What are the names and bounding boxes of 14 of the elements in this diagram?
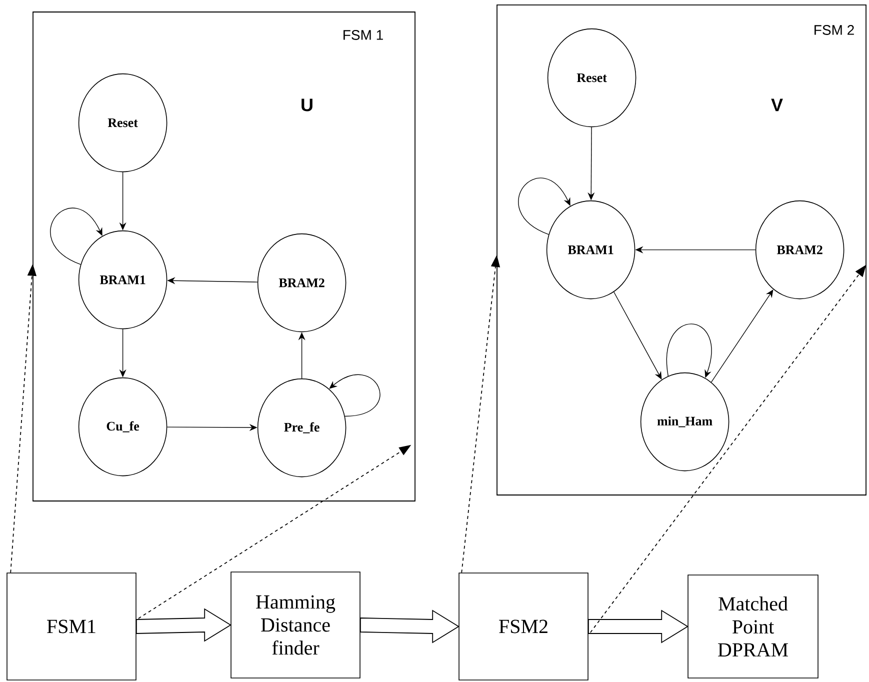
block-box: Matched Point DPRAM: [688, 574, 818, 678]
panel-letter: V: [771, 98, 783, 112]
block-box: Hamming Distance finder: [230, 572, 360, 678]
block-arrow: [360, 610, 460, 644]
block-box: FSM2: [458, 572, 588, 680]
self-loop-arrow: [518, 178, 570, 235]
block-arrow: [136, 608, 232, 642]
panel-title: FSM 2: [814, 25, 854, 35]
block-arrow: [588, 610, 688, 644]
block-box: FSM1: [6, 572, 136, 680]
self-loop-arrow: [329, 374, 380, 417]
panel-title: FSM 1: [344, 30, 383, 40]
self-loop-arrow: [50, 208, 102, 265]
panel-letter: U: [302, 98, 312, 112]
